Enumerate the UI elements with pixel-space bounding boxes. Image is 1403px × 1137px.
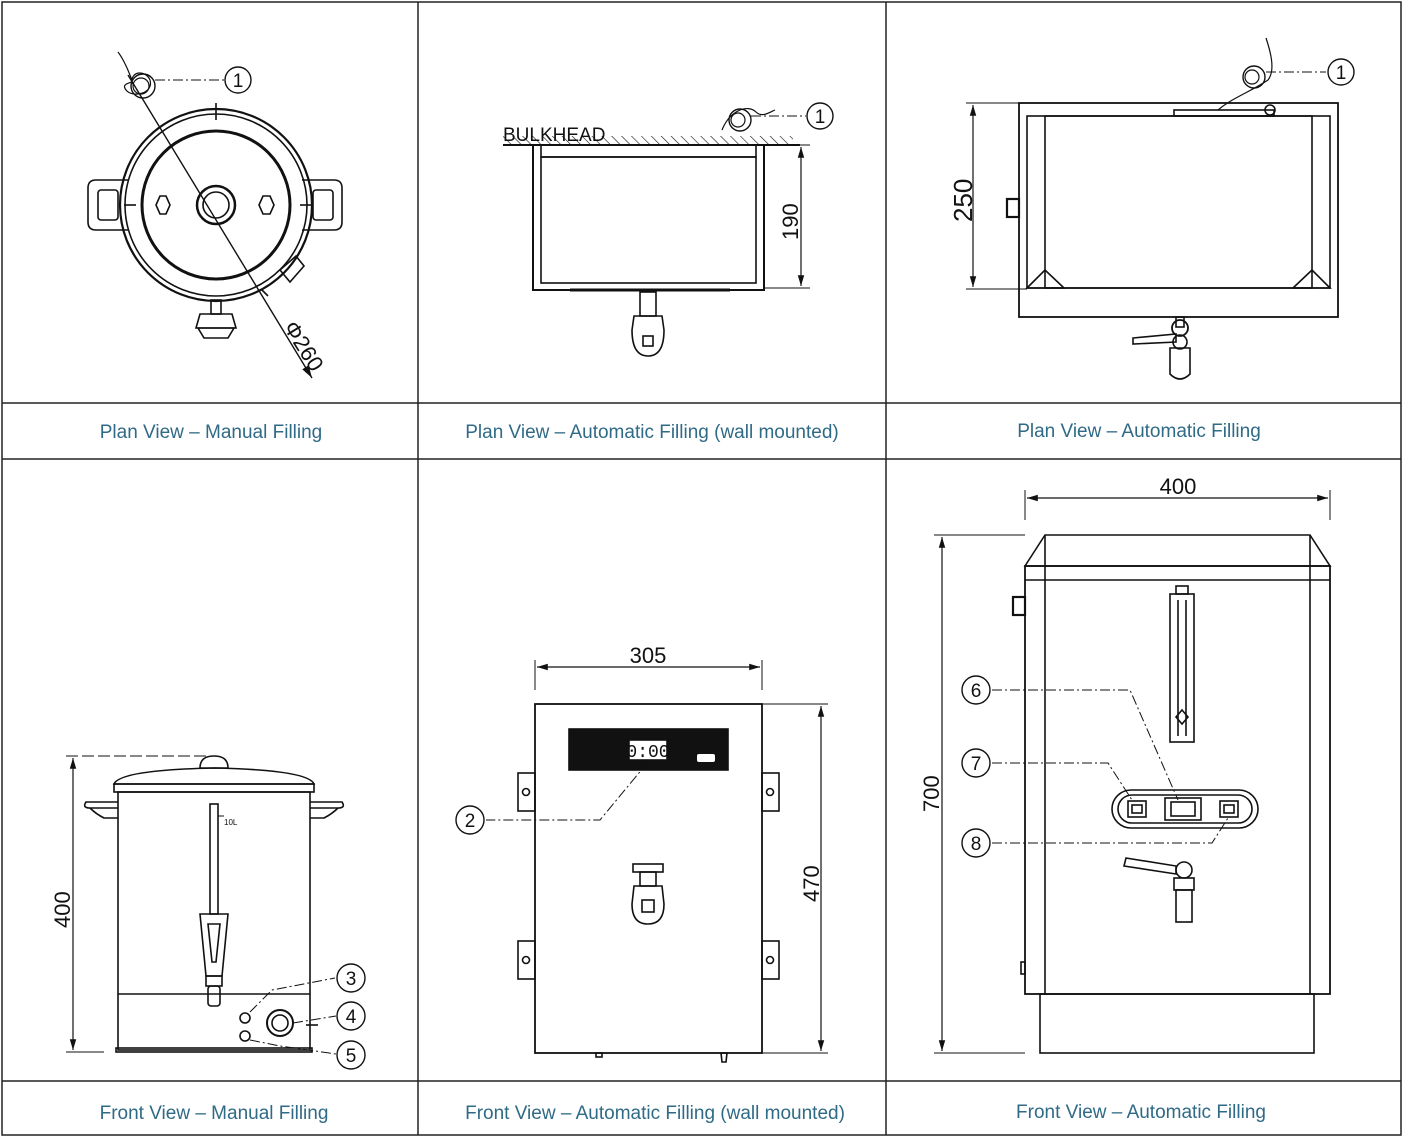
vent-right xyxy=(258,195,275,215)
bulkhead-label: BULKHEAD xyxy=(503,125,605,146)
btn-center xyxy=(1164,797,1202,821)
plan-auto-drawing xyxy=(966,37,1355,380)
knob-inner xyxy=(202,191,230,219)
body xyxy=(534,703,763,1054)
balloon-6: 6 xyxy=(971,681,982,702)
tap-body xyxy=(194,313,238,329)
tap-spout xyxy=(1169,347,1191,380)
balloon-7-circle xyxy=(961,748,991,778)
left-handle xyxy=(83,801,118,809)
balloon-1a: 1 xyxy=(233,71,244,92)
balloon-3-circle xyxy=(336,963,366,993)
plan-manual-drawing xyxy=(87,51,343,379)
tap-stem xyxy=(210,299,222,315)
lid-circle xyxy=(140,129,292,281)
knob-outer xyxy=(195,184,237,226)
switch-box xyxy=(278,254,306,284)
right-handle xyxy=(310,801,345,809)
balloon-5-circle xyxy=(336,1040,366,1070)
dim-700: 700 xyxy=(919,775,944,812)
tap-lever xyxy=(1123,857,1177,875)
sight-gauge xyxy=(1169,593,1195,743)
diameter-line xyxy=(127,74,313,379)
dim-250: 250 xyxy=(948,179,978,222)
outer-rim xyxy=(118,107,314,303)
balloon-1c: 1 xyxy=(1336,63,1347,84)
inlet-bracket xyxy=(1173,109,1275,117)
dim-190: 190 xyxy=(778,203,803,240)
plan-auto-wall-drawing xyxy=(503,102,834,357)
thermostat-knob xyxy=(266,1009,294,1037)
balloon-8: 8 xyxy=(971,834,982,855)
balloon-5: 5 xyxy=(346,1046,357,1067)
tap-lever xyxy=(196,327,236,339)
balloon-2-circle xyxy=(455,805,485,835)
captions: Plan View – Manual Filling Plan View – A… xyxy=(100,421,1266,1124)
lamp-bottom xyxy=(239,1030,251,1042)
corner-right xyxy=(1290,268,1332,289)
balloon-1-circle-c xyxy=(1327,58,1355,86)
dim-400-manual: 400 xyxy=(50,891,75,928)
btn-left xyxy=(1127,800,1147,818)
top-bracket xyxy=(540,144,757,158)
vent-left xyxy=(155,195,171,215)
caption-plan-auto: Plan View – Automatic Filling xyxy=(1017,421,1261,442)
display-window xyxy=(628,739,668,761)
display-readout: 0:00 xyxy=(626,743,669,763)
balloon-8-circle xyxy=(961,828,991,858)
lid-knob xyxy=(199,755,229,769)
body-outer xyxy=(1018,102,1339,318)
dim-305: 305 xyxy=(630,643,667,668)
dim-470: 470 xyxy=(799,865,824,902)
body-outer xyxy=(532,144,765,291)
balloon-4-circle xyxy=(336,1001,366,1031)
caption-front-auto: Front View – Automatic Filling xyxy=(1016,1102,1266,1123)
bulkhead-hatch xyxy=(503,136,793,145)
lid xyxy=(112,767,316,785)
left-handle xyxy=(87,179,128,231)
caption-plan-auto-wall: Plan View – Automatic Filling (wall moun… xyxy=(465,422,839,443)
balloon-1-circle-b xyxy=(806,102,834,130)
body-mid xyxy=(1026,115,1331,289)
balloon-1b: 1 xyxy=(815,107,826,128)
caption-front-auto-wall: Front View – Automatic Filling (wall mou… xyxy=(465,1103,845,1124)
top-section xyxy=(1023,534,1332,567)
control-panel xyxy=(1111,789,1259,829)
right-handle-inner xyxy=(312,189,334,221)
btn-right xyxy=(1219,800,1239,818)
balloon-7: 7 xyxy=(971,754,982,775)
level-mark: 10L xyxy=(224,818,238,827)
front-manual-drawing xyxy=(66,755,366,1070)
rear-switch xyxy=(1005,197,1021,219)
base xyxy=(1039,993,1315,1054)
balloon-1-circle-a xyxy=(224,66,252,94)
lamp-top xyxy=(239,1012,251,1024)
front-auto-drawing xyxy=(934,490,1332,1054)
corner-left xyxy=(1025,268,1067,289)
right-handle xyxy=(302,179,343,231)
caption-front-manual: Front View – Manual Filling xyxy=(100,1103,329,1124)
balloon-2: 2 xyxy=(465,811,476,832)
dim-diameter: Φ260 xyxy=(279,316,329,375)
tap-stem xyxy=(639,291,657,317)
body-inner xyxy=(540,156,757,284)
balloon-4: 4 xyxy=(346,1007,357,1028)
tap-lever xyxy=(1132,333,1177,345)
sight-gauge xyxy=(209,803,219,915)
body xyxy=(117,791,311,1051)
caption-plan-manual: Plan View – Manual Filling xyxy=(100,422,323,443)
left-handle-inner xyxy=(97,189,119,221)
cable xyxy=(117,51,151,95)
tap-head xyxy=(631,315,665,357)
dim-400-auto: 400 xyxy=(1160,474,1197,499)
body-inner xyxy=(1044,115,1313,289)
outer-rim-2 xyxy=(124,113,308,297)
balloon-6-circle xyxy=(961,675,991,705)
front-auto-wall-drawing xyxy=(455,660,828,1063)
balloon-3: 3 xyxy=(346,969,357,990)
